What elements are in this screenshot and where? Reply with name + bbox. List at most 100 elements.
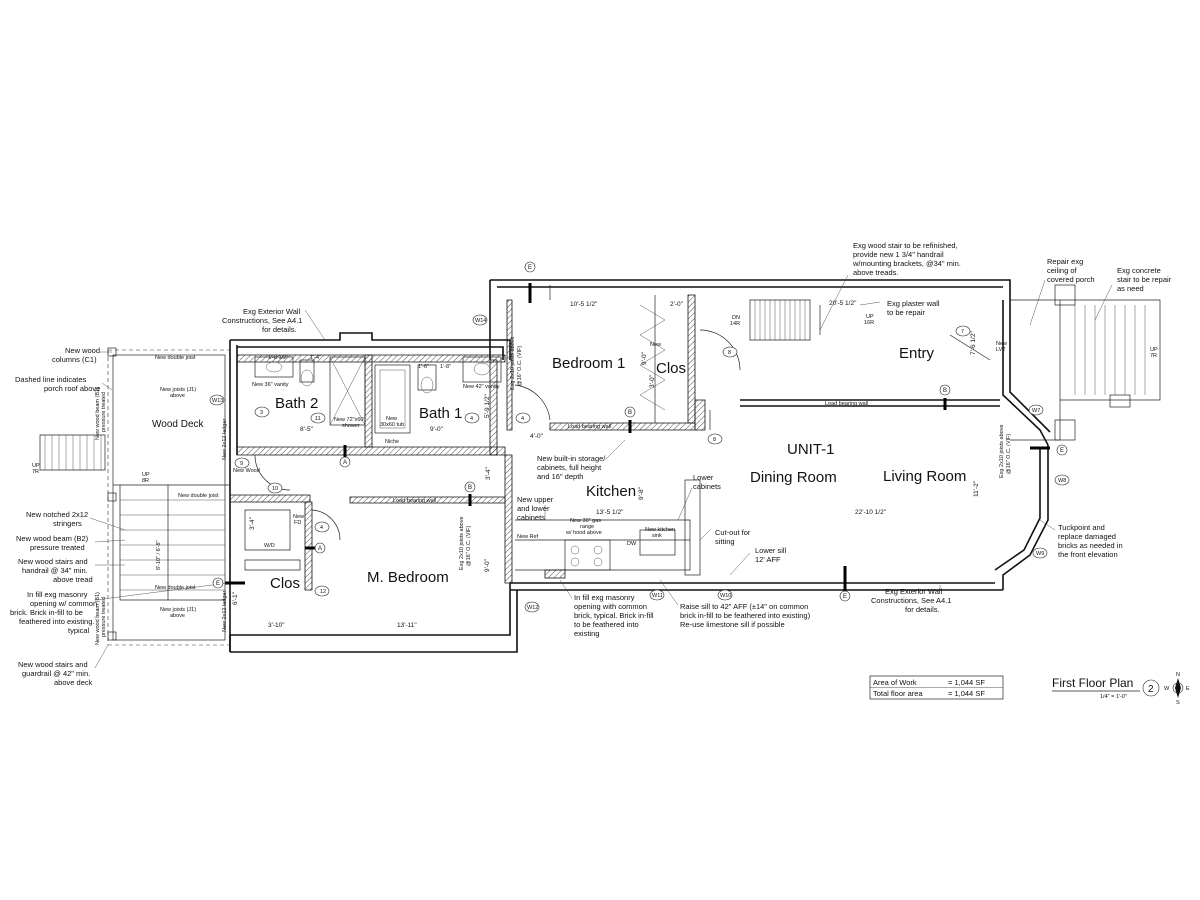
window-w9: W9	[1036, 551, 1044, 557]
grid-b-entry: B	[943, 388, 947, 394]
grid-a-bath: A	[343, 460, 347, 466]
callout-ext-wall-top: Exg Exterior Wall Constructions, See A4.…	[222, 307, 305, 334]
dim-entry-width: 20'-5 1/2"	[829, 300, 857, 307]
tag-bubbles	[209, 261, 1070, 613]
room-unit-1: UNIT-1	[787, 441, 835, 458]
room-kitchen: Kitchen	[586, 483, 636, 500]
dim-hall: 4'-0"	[530, 433, 544, 440]
dim-bath2-width: 8'-5"	[300, 426, 314, 433]
label-load-bearing-entry: Load bearing wall	[825, 401, 868, 407]
area-table: Area of Work = 1,044 SF Total floor area…	[869, 675, 1004, 700]
door-9: 9	[240, 461, 243, 467]
compass-n: N	[1176, 672, 1180, 678]
label-up-16r: UP 16R	[864, 314, 875, 326]
dim-living-length: 22'-10 1/2"	[855, 509, 887, 516]
callout-raise-sill: Raise sill to 42" AFF (±14" on common br…	[680, 602, 812, 629]
room-master-bedroom: M. Bedroom	[367, 569, 449, 586]
building-walls	[229, 279, 1051, 653]
callout-notched-stringers: New notched 2x12 stringers	[26, 510, 90, 528]
label-double-joist-mid: New double joist	[178, 493, 219, 499]
callout-tuckpoint: Tuckpoint and replace damaged bricks as …	[1058, 523, 1125, 559]
label-joists-living: Exg 2x10 joists above @16" O.C. (VIF)	[999, 423, 1012, 478]
section-cut-marks	[225, 283, 1050, 592]
dim-mbed-height: 9'-0"	[484, 558, 491, 572]
dim-bath-detail-2: 1'-4"	[310, 355, 321, 361]
sheet-number: 2	[1148, 684, 1154, 695]
area-row-value-1: = 1,044 SF	[948, 689, 985, 698]
window-w11: W11	[652, 593, 663, 599]
callout-stairs-handrail: New wood stairs and handrail @ 34" min. …	[18, 557, 93, 584]
label-joists-mbed: Exg 2x10 joists above @16" O.C. (VIF)	[459, 515, 472, 570]
dim-mbed-width: 13'-11"	[397, 622, 417, 629]
callout-stairs-guardrail: New wood stairs and guardrail @ 42" min.…	[18, 660, 93, 687]
label-42-vanity: New 42" vanity	[463, 384, 500, 390]
door-7: 7	[961, 329, 964, 335]
dim-bath-detail-3: 1'-6"	[418, 364, 429, 370]
title-block: First Floor Plan 1/4" = 1'-0" 2 N S E W	[1052, 672, 1190, 706]
dim-clos-h: 3'-0"	[649, 374, 656, 388]
label-36-vanity: New 36" vanity	[252, 382, 289, 388]
door-4-mbed: 4	[320, 525, 323, 531]
dim-entry-height: 7'-6 1/2"	[970, 331, 977, 355]
door-11: 11	[315, 416, 321, 422]
label-joists-bedroom: Exg 2x10 joists above @16" O.C. (VIF)	[510, 335, 523, 390]
label-beam-b1-top: New wood beam (B1) pressure treated	[95, 386, 107, 440]
label-up-8r: UP 8R	[142, 472, 151, 484]
drawing-scale: 1/4" = 1'-0"	[1100, 694, 1127, 700]
label-niche: Niche	[385, 439, 399, 445]
door-4-bed: 4	[521, 416, 524, 422]
label-double-joist-top: New double joist	[155, 355, 196, 361]
room-closet-1: Clos	[656, 360, 686, 377]
callout-plaster-wall: Exg plaster wall to be repair	[887, 299, 942, 317]
label-joists-above-top: New joists (J1) above	[160, 387, 198, 399]
callout-concrete-stair: Exg concrete stair to be repair as need	[1117, 266, 1173, 293]
label-up-7r: UP 7R	[32, 463, 41, 475]
dim-clos-width2: 3'-10"	[268, 622, 285, 629]
callout-repair-ceiling: Repair exg ceiling of covered porch	[1047, 257, 1095, 284]
dim-kitchen-height: 9'-8"	[638, 486, 645, 500]
room-bedroom-1: Bedroom 1	[552, 355, 625, 372]
dim-bedroom-width: 10'-5 1/2"	[570, 301, 598, 308]
north-arrow-icon: N S E W	[1164, 672, 1190, 706]
wood-deck	[39, 347, 230, 646]
callout-lower-cabinets: Lower cabinets	[693, 473, 721, 491]
dim-stair: 8'-10" / 6'-8"	[156, 540, 162, 570]
grid-e-bottom: E	[843, 594, 847, 600]
grid-e-top: E	[528, 265, 532, 271]
label-kitchen-sink: New kitchen sink	[645, 527, 677, 539]
label-dw: DW	[627, 541, 637, 547]
door-10: 10	[272, 486, 278, 492]
door-8-entry: 8	[728, 350, 731, 356]
front-porch	[1010, 284, 1161, 441]
room-closet-2: Clos	[270, 575, 300, 592]
room-dining: Dining Room	[750, 469, 837, 486]
label-up-porch: UP 7R	[1150, 347, 1159, 359]
label-new-wood: New Wood	[233, 468, 260, 474]
grid-e-right: E	[1060, 448, 1064, 454]
label-shower: New 72"x60" shower	[334, 417, 367, 429]
label-load-bearing-bed: Load bearing wall	[568, 424, 611, 430]
door-8-dining: 8	[713, 437, 716, 443]
callout-stair-refinish: Exg wood stair to be refinished, provide…	[852, 241, 963, 277]
window-w7: W7	[1032, 408, 1040, 414]
dim-living-height: 11'-2"	[973, 480, 980, 497]
drawing-title: First Floor Plan	[1052, 676, 1133, 690]
label-new-ref: New Ref	[517, 534, 539, 540]
room-entry: Entry	[899, 345, 935, 362]
label-new-clos: New	[650, 342, 661, 348]
compass-s: S	[1176, 700, 1180, 706]
window-w8: W8	[1058, 478, 1066, 484]
dim-clos-width: 2'-0"	[670, 301, 684, 308]
dim-kitchen-width: 13'-5 1/2"	[596, 509, 624, 516]
area-row-value-0: = 1,044 SF	[948, 678, 985, 687]
callout-built-in-storage: New built-in storage/ cabinets, full hei…	[537, 454, 607, 481]
window-w12: W12	[527, 605, 538, 611]
label-load-bearing-mbed: Load bearing wall	[393, 498, 436, 504]
grid-a-clos: A	[318, 546, 322, 552]
dim-bath-detail-1: 1'-8 1/2"	[268, 355, 288, 361]
dim-bath-detail-4: 1'-8"	[440, 364, 451, 370]
grid-e-left: E	[216, 581, 220, 587]
door-12: 12	[320, 589, 326, 595]
room-bath-2: Bath 2	[275, 395, 318, 412]
window-w10: W10	[720, 593, 731, 599]
